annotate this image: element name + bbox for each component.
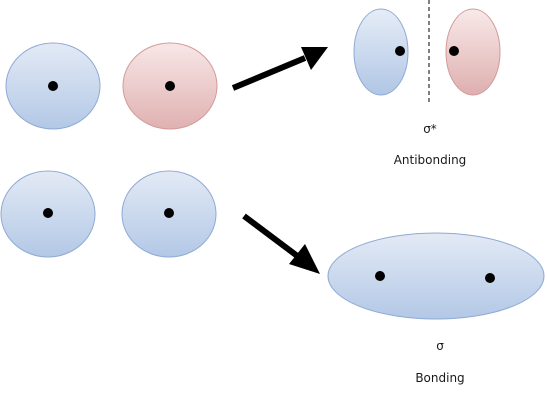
antibonding-label: Antibonding xyxy=(393,153,467,167)
nucleus-dot xyxy=(164,208,174,218)
bonding-symbol-label: σ xyxy=(436,339,444,353)
nucleus-dot xyxy=(43,208,53,218)
antibonding-lobe-red xyxy=(445,8,501,96)
arrow-to-bonding xyxy=(242,213,320,274)
nucleus-dot xyxy=(449,46,459,56)
arrow-to-antibonding xyxy=(231,47,328,91)
nucleus-dot xyxy=(485,273,495,283)
bonding-label: Bonding xyxy=(415,371,465,385)
bonding-lobe xyxy=(327,232,545,320)
nucleus-dot xyxy=(48,81,58,91)
nucleus-dot xyxy=(375,271,385,281)
nucleus-dot xyxy=(165,81,175,91)
antibonding-orbital xyxy=(353,0,501,105)
bonding-orbital xyxy=(327,232,545,320)
atomic-orbital-pair-opposite-phase xyxy=(5,42,218,130)
nucleus-dot xyxy=(395,46,405,56)
atomic-orbital-pair-same-phase xyxy=(0,170,217,258)
antibonding-symbol-label: σ* xyxy=(423,122,437,136)
antibonding-lobe-blue xyxy=(353,8,409,96)
